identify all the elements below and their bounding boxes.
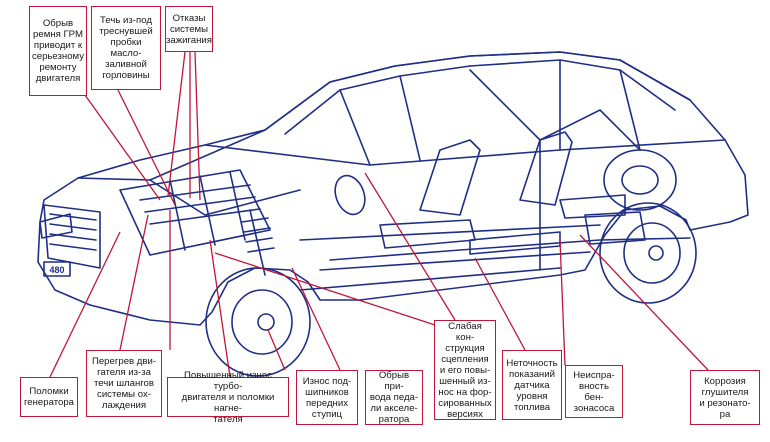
callout-ignition: Отказы системы зажигания [165,6,213,52]
callout-timing-belt: Обрыв ремня ГРМ приводит к серьезному ре… [29,6,87,96]
callout-hub-bearings: Износ под- шипников передних ступиц [296,370,358,425]
callout-clutch: Слабая кон- струкция сцепления и его пов… [434,320,496,420]
callout-generator: Поломки генератора [20,377,78,417]
callout-overheating: Перегрев дви- гателя из-за течи шлангов … [86,350,162,417]
callout-muffler-corrosion: Коррозия глушителя и резонато- ра [690,370,760,425]
callout-accelerator-cable: Обрыв при- вода педа- ли акселе- ратора [365,370,423,425]
license-plate-text: 480 [49,265,64,275]
callout-leader-lines [49,51,709,378]
callout-fuel-pump: Неиспра- вность бен- зонасоса [565,365,623,418]
callout-fuel-level-sensor: Неточность показаний датчика уровня топл… [502,350,562,420]
car-body-illustration [37,51,749,377]
callout-turbo: Повышенный износ турбо- двигателя и поло… [167,370,289,425]
callout-oil-filler-cap: Течь из-под треснувшей пробки масло- зал… [91,6,161,90]
